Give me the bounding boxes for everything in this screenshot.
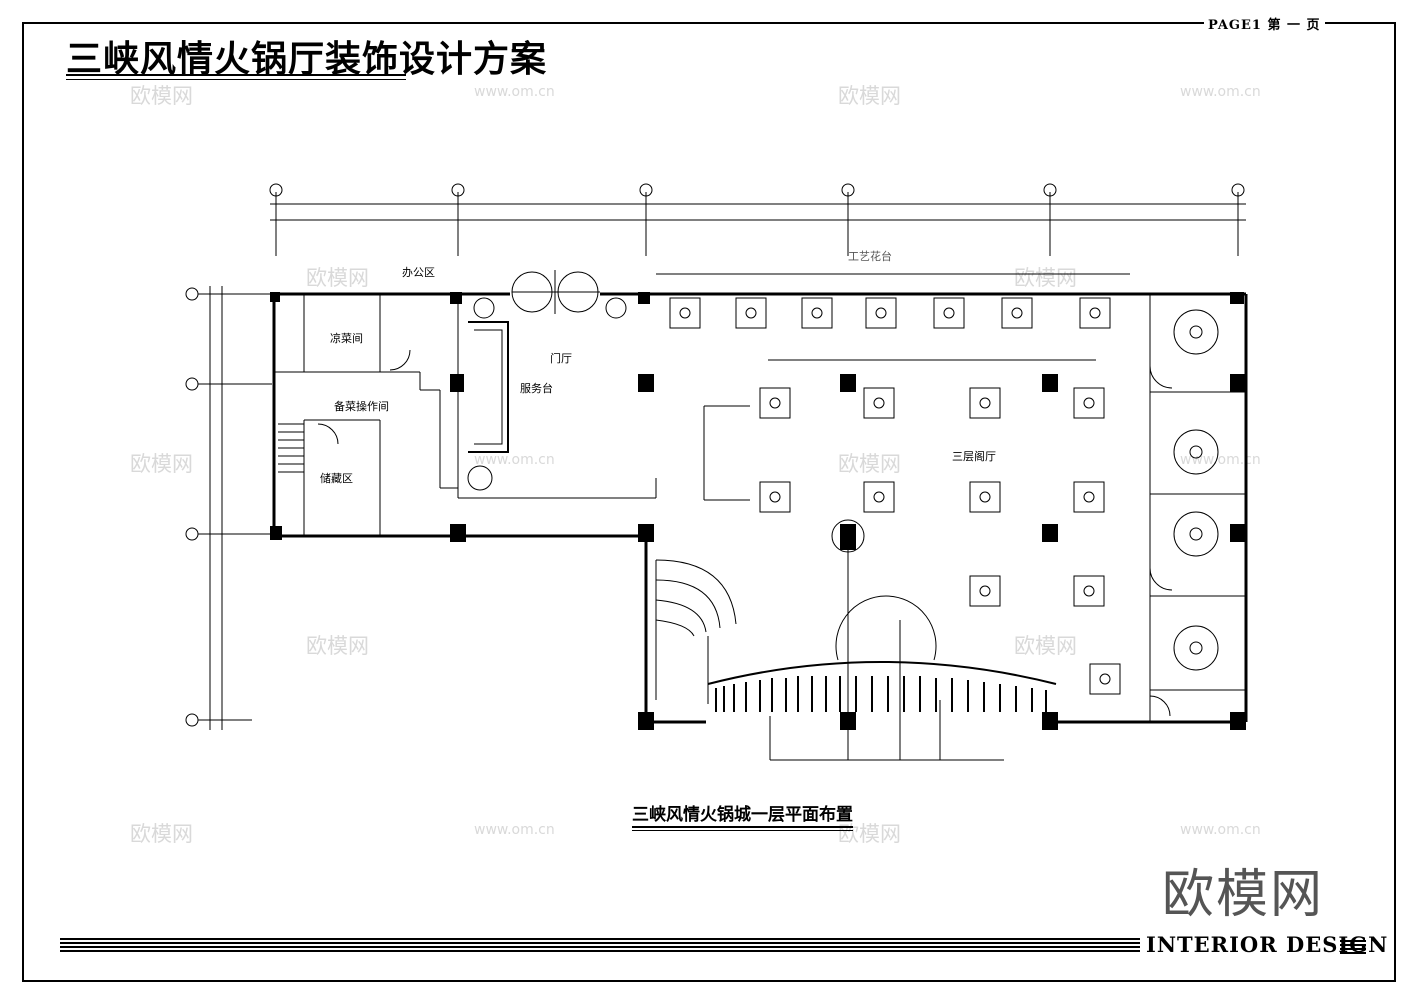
watermark-url: www.om.cn (1180, 822, 1261, 838)
label-prep-room: 备菜操作间 (334, 399, 389, 413)
structural-columns (270, 292, 1246, 730)
feature-arc (835, 595, 937, 661)
stair-left (278, 423, 304, 473)
round-tables (1173, 309, 1219, 671)
stage-edge (707, 661, 1057, 685)
main-title: 三峡风情火锅厅装饰设计方案 (66, 39, 548, 80)
entrance-doors (511, 270, 600, 314)
watermark-url: www.om.cn (474, 822, 555, 838)
footer-rules-tail (1340, 940, 1366, 956)
watermark-logo: 欧模网 (1014, 266, 1077, 290)
table-group-top (669, 297, 1111, 329)
title-underline-thin (66, 79, 406, 80)
drawing-frame (22, 22, 1396, 982)
watermark-url: www.om.cn (1180, 84, 1261, 100)
watermark-logo: 欧模网 (306, 266, 369, 290)
watermark-logo: 欧模网 (838, 84, 901, 108)
label-service-desk: 服务台 (520, 381, 553, 395)
grid-axis-markers (269, 183, 1245, 256)
watermark-logo-large: 欧模网 (1162, 865, 1325, 925)
label-art-stage: 工艺花台 (848, 249, 892, 263)
stage-bars (715, 676, 1047, 712)
watermark-logo: 欧模网 (130, 452, 193, 476)
stair-curved (655, 559, 737, 704)
title-underline (66, 74, 406, 76)
plan-title: 三峡风情火锅城一层平面布置 (632, 800, 853, 831)
watermark-logo: 欧模网 (130, 84, 193, 108)
footer-rules (60, 938, 1140, 954)
table-group-hall (759, 387, 1121, 695)
label-cold-dish: 凉菜间 (330, 331, 363, 345)
watermark-logo: 欧模网 (1014, 634, 1077, 658)
label-hall: 三层阁厅 (952, 449, 996, 463)
watermark-logo: 欧模网 (130, 822, 193, 846)
watermark-url: www.om.cn (474, 452, 555, 468)
watermark-logo: 欧模网 (838, 452, 901, 476)
label-lobby: 门厅 (550, 351, 572, 365)
label-office: 办公区 (402, 266, 435, 279)
watermark-url: www.om.cn (474, 84, 555, 100)
page-label: PAGE1 第 一 页 (1204, 14, 1325, 33)
watermark-logo: 欧模网 (306, 634, 369, 658)
label-storage: 储藏区 (320, 471, 353, 485)
